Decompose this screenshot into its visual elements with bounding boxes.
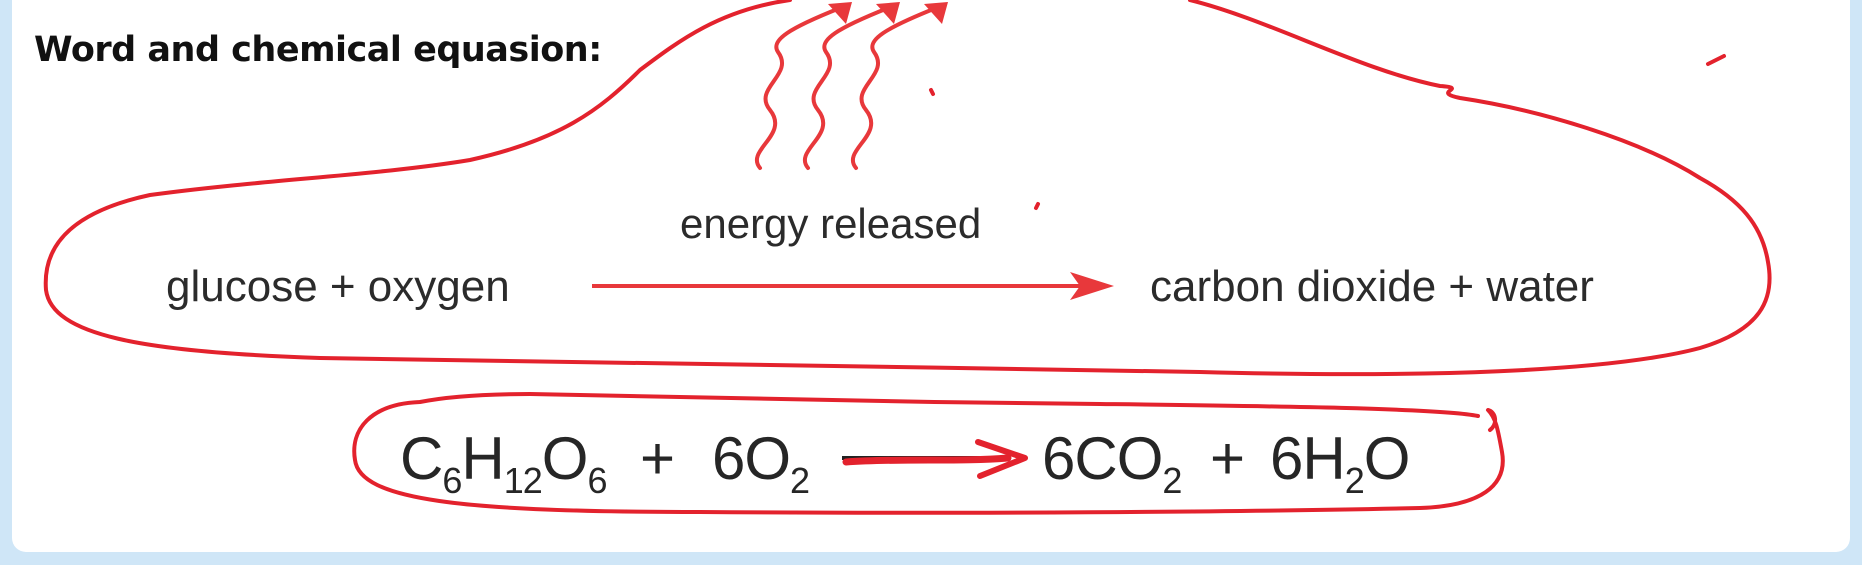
molecule-co: CO — [1074, 425, 1163, 492]
subscript-co2: 2 — [1162, 460, 1182, 501]
arrow-label: energy released — [680, 200, 982, 247]
chem-product-water: 6H2O — [1270, 424, 1411, 499]
element-h: H — [461, 425, 504, 492]
word-reactants: glucose + oxygen — [166, 262, 510, 311]
element-o: O — [541, 425, 589, 492]
subscript-o: 6 — [587, 460, 607, 501]
section-heading: Word and chemical equasion: — [34, 30, 602, 70]
chem-product-co2: 6CO2 — [1042, 424, 1182, 499]
chem-reactant-glucose: C6H12O6 — [400, 424, 607, 499]
element-c: C — [400, 425, 443, 492]
word-products: carbon dioxide + water — [1150, 262, 1594, 311]
element-h2: H — [1302, 425, 1345, 492]
subscript-h: 12 — [503, 460, 543, 501]
chem-plus-1: + — [640, 425, 675, 492]
subscript-o2: 2 — [790, 460, 810, 501]
coefficient-water: 6 — [1270, 425, 1303, 492]
element-o-water: O — [1363, 425, 1411, 492]
coefficient-co2: 6 — [1042, 425, 1075, 492]
coefficient-oxygen: 6 — [712, 425, 745, 492]
subscript-c: 6 — [442, 460, 462, 501]
chem-reactant-oxygen: 6O2 — [712, 424, 810, 499]
chem-plus-2: + — [1210, 425, 1245, 492]
element-o2: O — [744, 425, 791, 492]
subscript-h2: 2 — [1344, 460, 1365, 501]
